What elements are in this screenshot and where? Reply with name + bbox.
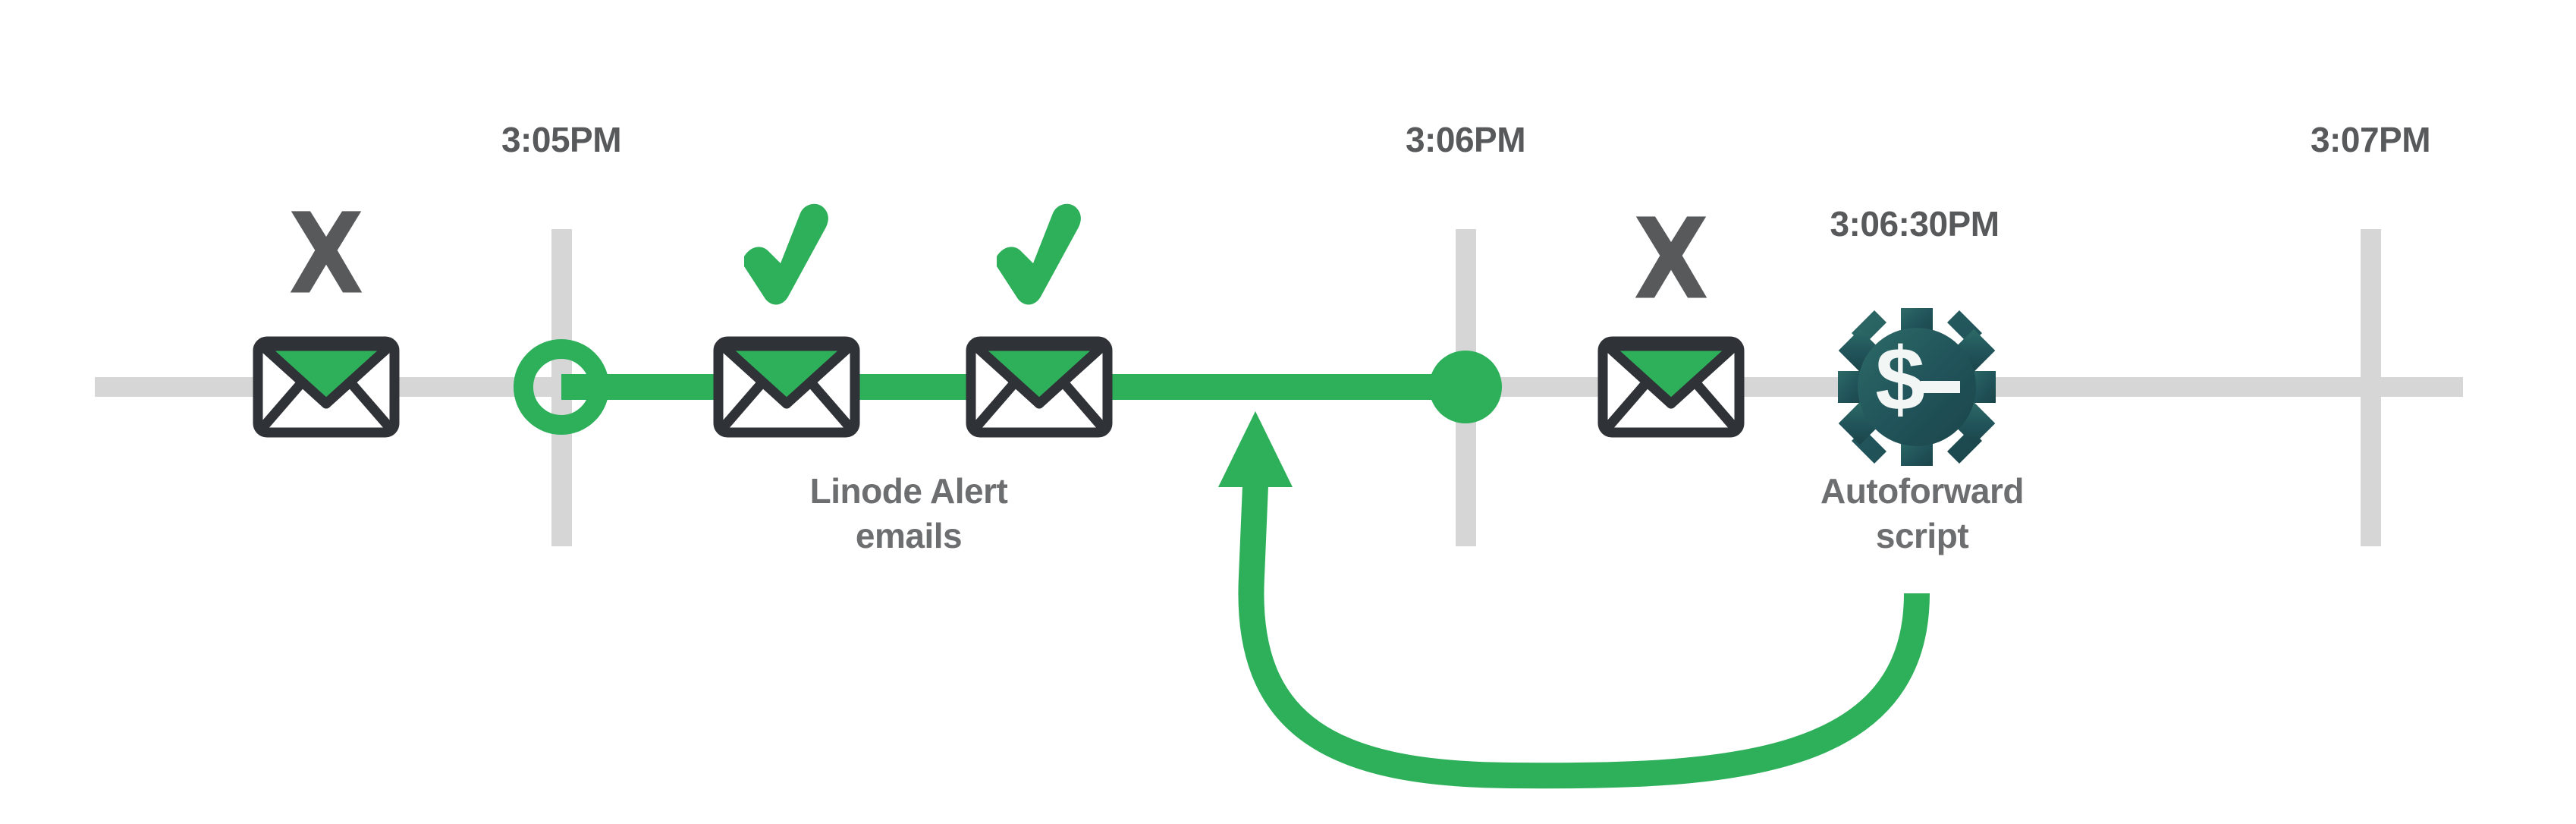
x-icon-blocked-1 (290, 211, 363, 293)
caption-line-1: Linode Alert (809, 471, 1008, 511)
tick-label-307: 3:07PM (2310, 120, 2431, 159)
curved-arrow-path (1238, 485, 1930, 789)
gear-dollar-icon: $ (1838, 308, 1996, 466)
caption-line-2: emails (855, 515, 963, 555)
tick-marker-306-filled (1429, 351, 1502, 423)
check-icon-delivered-2 (997, 203, 1081, 305)
tick-marker-305-hollow (514, 339, 609, 435)
envelope-icon-blocked-2 (1597, 336, 1745, 438)
caption-line-1: Autoforward (1820, 471, 2024, 511)
envelope-icon-delivered-1 (713, 336, 860, 438)
tick-label-305: 3:05PM (501, 120, 622, 159)
annotation-script-time: 3:06:30PM (1830, 204, 2000, 244)
caption-line-2: script (1875, 515, 1969, 555)
curved-arrow-head (1218, 411, 1293, 487)
check-icon-delivered-1 (744, 203, 828, 305)
envelope-icon-blocked-1 (253, 336, 400, 438)
envelope-icon-delivered-2 (966, 336, 1113, 438)
x-icon-blocked-2 (1635, 216, 1707, 298)
caption-autoforward-script: Autoforward script (1820, 469, 2024, 558)
curved-arrow-group (1218, 411, 1930, 789)
tick-mark-307 (2361, 229, 2381, 546)
caption-linode-alert-emails: Linode Alert emails (810, 469, 1008, 558)
svg-text:$: $ (1875, 329, 1925, 429)
tick-label-306: 3:06PM (1405, 120, 1526, 159)
